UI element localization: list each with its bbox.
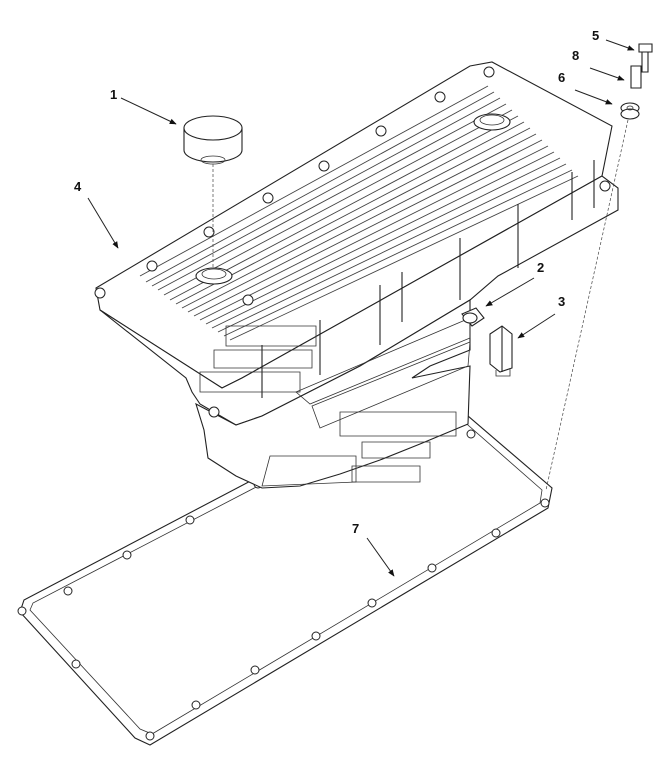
- callout-4: 4: [74, 179, 119, 249]
- callout-label-5: 5: [592, 28, 599, 43]
- callout-label-7: 7: [352, 521, 359, 536]
- flange-bosses: [94, 66, 611, 418]
- side-webs: [261, 160, 595, 398]
- spacer: [630, 65, 642, 89]
- callout-label-1: 1: [110, 87, 117, 102]
- washer: [620, 102, 640, 120]
- callout-label-6: 6: [558, 70, 565, 85]
- fastener-axis-line: [545, 119, 629, 491]
- callout-2: 2: [485, 260, 544, 307]
- drain-plug: [461, 307, 485, 327]
- callout-1: 1: [110, 87, 177, 125]
- elbow-fitting: [489, 325, 513, 377]
- callout-label-4: 4: [74, 179, 82, 194]
- pan-graphic: [199, 317, 471, 487]
- bolt: [638, 43, 653, 73]
- callout-6: 6: [558, 70, 613, 105]
- callout-8: 8: [572, 48, 625, 81]
- callout-7: 7: [352, 521, 395, 577]
- callout-label-3: 3: [558, 294, 565, 309]
- callout-5: 5: [592, 28, 635, 51]
- callout-3: 3: [517, 294, 565, 339]
- callout-label-2: 2: [537, 260, 544, 275]
- oil-pan: [94, 61, 619, 489]
- cooling-fins: [139, 85, 579, 341]
- oil-filler-cap: [183, 115, 243, 268]
- callout-label-8: 8: [572, 48, 579, 63]
